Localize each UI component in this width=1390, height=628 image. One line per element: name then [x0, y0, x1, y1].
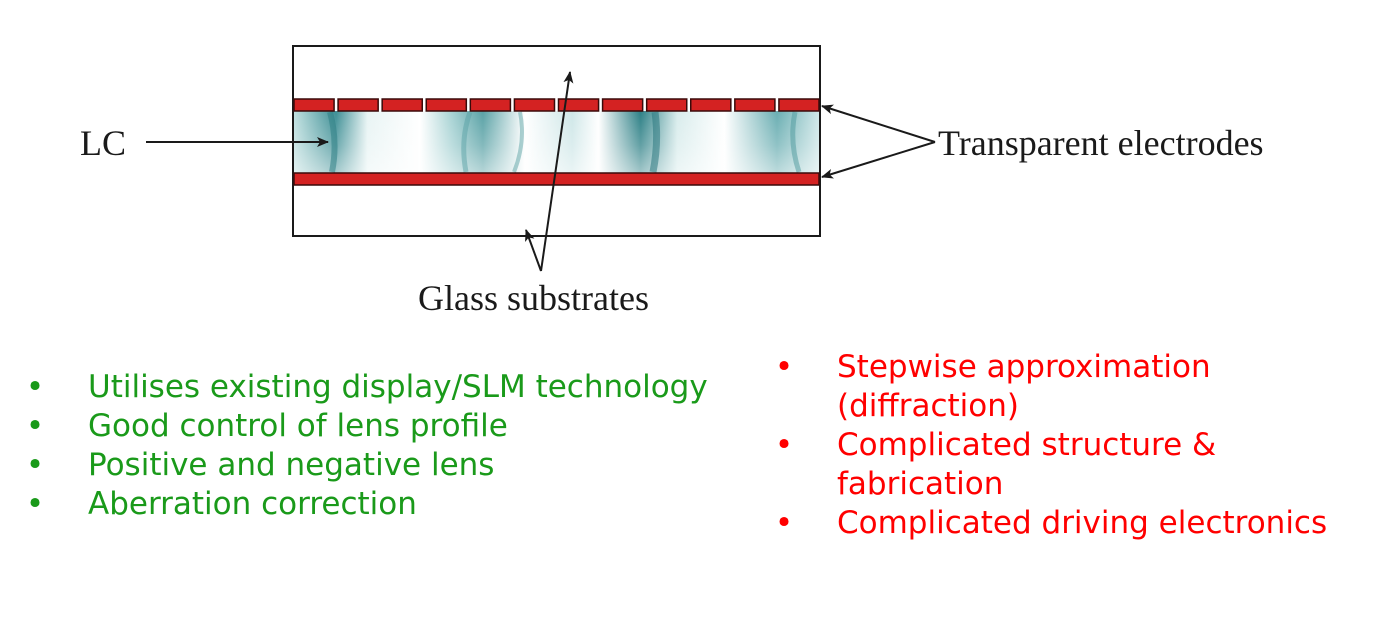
- disadvantage-item: • Stepwise approximation (diffraction): [773, 348, 1373, 426]
- bullet-text: Utilises existing display/SLM technology: [88, 369, 708, 405]
- top-electrode-segment: [293, 98, 335, 112]
- advantage-item: • Good control of lens profile: [24, 407, 744, 446]
- advantage-item: • Positive and negative lens: [24, 446, 744, 485]
- top-electrode-segment: [557, 98, 600, 112]
- advantages-list: • Utilises existing display/SLM technolog…: [24, 368, 744, 524]
- disadvantage-item: • Complicated driving electronics: [773, 504, 1373, 543]
- substrate-arrow-top: [540, 71, 574, 272]
- lc-label: LC: [80, 123, 126, 163]
- bullet-text: Aberration correction: [88, 486, 417, 522]
- electrode-arrow-top: [821, 104, 936, 143]
- top-electrode-array: [293, 98, 820, 112]
- top-electrode-segment: [734, 98, 776, 112]
- top-electrode-segment: [337, 98, 379, 112]
- advantage-item: • Aberration correction: [24, 485, 744, 524]
- top-electrode-segment: [645, 98, 688, 112]
- top-electrode-segment: [778, 98, 820, 112]
- bullet-text: Complicated structure & fabrication: [837, 427, 1217, 502]
- glass-substrates-label: Glass substrates: [418, 278, 649, 318]
- bullet-dot-icon: •: [774, 505, 794, 541]
- bullet-dot-icon: •: [774, 349, 794, 385]
- top-electrode-segment: [601, 98, 644, 112]
- disadvantages-list: • Stepwise approximation (diffraction) • Co…: [773, 348, 1373, 543]
- substrate-arrow-bottom: [525, 229, 542, 272]
- electrode-arrow-bottom: [821, 141, 936, 179]
- bullet-dot-icon: •: [25, 408, 45, 444]
- bullet-text: Complicated driving electronics: [837, 505, 1328, 541]
- bullet-dot-icon: •: [25, 447, 45, 483]
- bullet-text: Stepwise approximation (diffraction): [837, 349, 1211, 424]
- top-electrode-segment: [513, 98, 556, 112]
- bullet-dot-icon: •: [25, 369, 45, 405]
- top-electrode-segment: [425, 98, 468, 112]
- bullet-text: Positive and negative lens: [88, 447, 495, 483]
- bullet-text: Good control of lens profile: [88, 408, 508, 444]
- disadvantage-item: • Complicated structure & fabrication: [773, 426, 1373, 504]
- bullet-dot-icon: •: [774, 427, 794, 463]
- top-electrode-segment: [381, 98, 424, 112]
- advantage-item: • Utilises existing display/SLM technolog…: [24, 368, 744, 407]
- top-electrode-segment: [469, 98, 512, 112]
- transparent-electrodes-label: Transparent electrodes: [938, 123, 1264, 163]
- bullet-dot-icon: •: [25, 486, 45, 522]
- top-electrode-segment: [690, 98, 732, 112]
- bottom-electrode: [293, 172, 820, 186]
